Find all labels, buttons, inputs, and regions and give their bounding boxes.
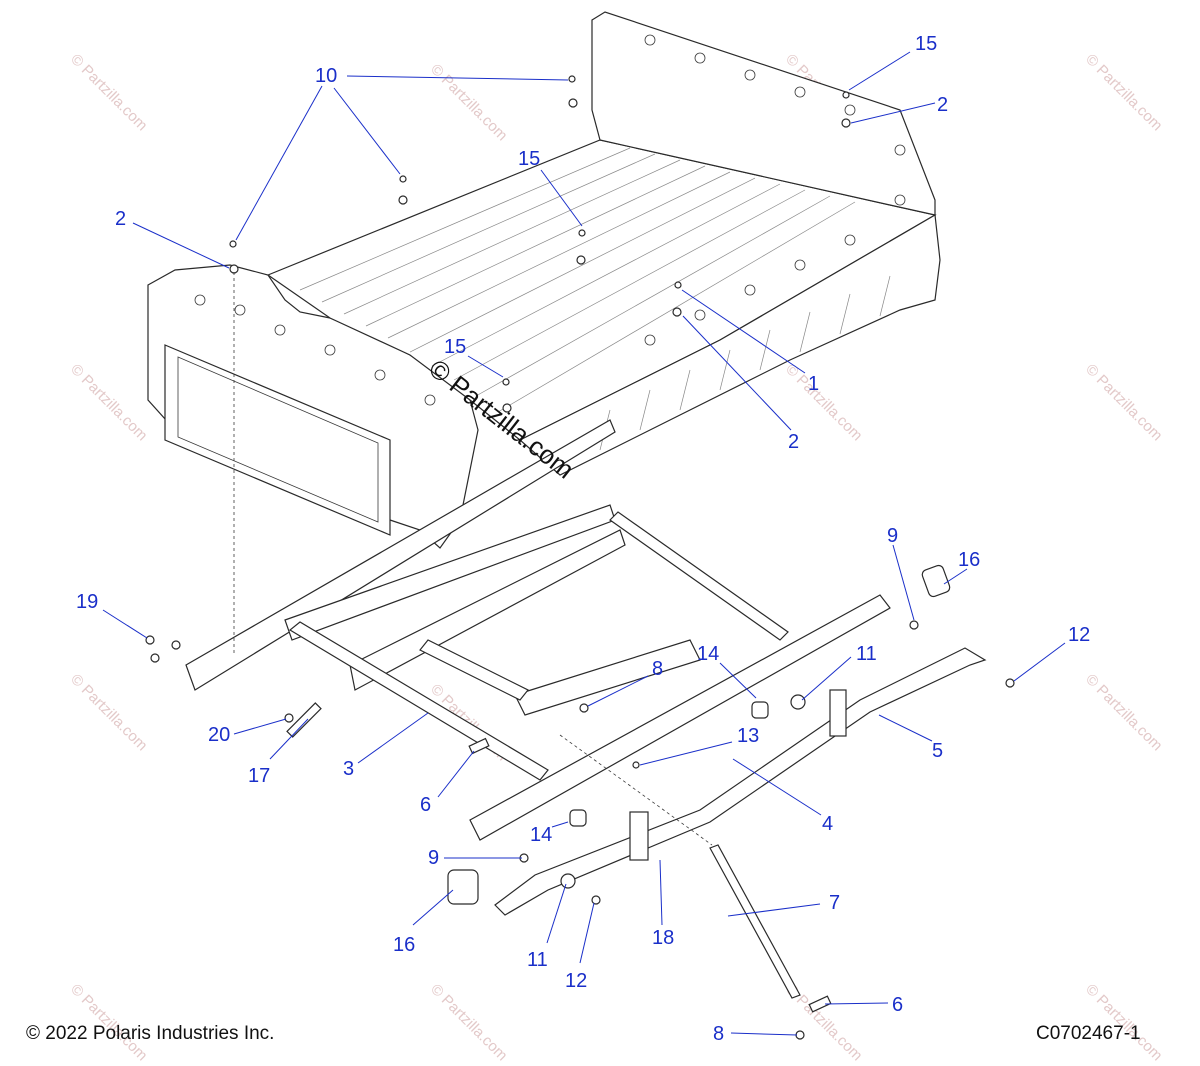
washer-15-front (502, 403, 512, 413)
pin-6-upper (468, 737, 490, 755)
cargo-box-right-wall (518, 214, 941, 476)
callout-18: 18 (652, 927, 674, 949)
washer-10-mid (398, 195, 408, 205)
callout-10: 10 (315, 65, 337, 87)
watermark-tile: © Partzilla.com (67, 51, 150, 134)
cargo-box-side-panel (164, 344, 391, 536)
callout-6-upper: 6 (420, 794, 431, 816)
screw-10-mid (399, 175, 407, 183)
hardware (145, 75, 1015, 1040)
alignment-lines (233, 272, 713, 846)
leader-lines (102, 51, 1066, 1036)
clip-13 (632, 761, 640, 769)
bolt-12-upper (1005, 678, 1015, 688)
watermark-tile: © Partzilla.com (67, 361, 150, 444)
washer-2-rear (841, 118, 851, 128)
clamp-11-lower (560, 873, 576, 889)
copyright-notice: © 2022 Polaris Industries Inc. (26, 1023, 275, 1044)
callout-17: 17 (248, 765, 270, 787)
screw-10-rear (568, 75, 576, 83)
callout-9-upper: 9 (887, 525, 898, 547)
stabilizer-bar (494, 647, 987, 916)
callout-15-front: 15 (444, 336, 466, 358)
bushing-16-upper (921, 564, 951, 598)
callout-20: 20 (208, 724, 230, 746)
washer-2-floor (672, 307, 682, 317)
clamp-11-upper (790, 694, 806, 710)
callout-8-lower: 8 (713, 1023, 724, 1045)
bumper-14-upper (751, 701, 769, 719)
callout-14-upper: 14 (697, 643, 719, 665)
washer-2-left (229, 264, 239, 274)
callout-15-floor: 15 (518, 148, 540, 170)
subframe-right-rail (469, 594, 891, 841)
callout-16-upper: 16 (958, 549, 980, 571)
callout-12-lower: 12 (565, 970, 587, 992)
bracket-5 (829, 689, 847, 737)
washer-10-rear (568, 98, 578, 108)
cargo-box-tie-down-holes (194, 34, 906, 406)
cotter-8-upper (579, 703, 589, 713)
callout-12-upper: 12 (1068, 624, 1090, 646)
screw-1 (674, 281, 682, 289)
screw-15-front (502, 378, 510, 386)
bolt-19-a (145, 635, 155, 645)
cargo-box-floor-ribs (299, 147, 856, 413)
subframe-center-crossmember (514, 639, 701, 716)
watermark-tile: © Partzilla.com (67, 671, 150, 754)
cotter-8-lower (795, 1030, 805, 1040)
callout-4: 4 (822, 813, 833, 835)
bolt-19-c (171, 640, 181, 650)
washer-15-floor (576, 255, 586, 265)
callout-1: 1 (808, 373, 819, 395)
callout-16-lower: 16 (393, 934, 415, 956)
figure-id: C0702467-1 (1036, 1023, 1141, 1044)
subframe-front-crossmember (349, 529, 626, 691)
bracket-18 (629, 811, 649, 861)
nut-20 (284, 713, 294, 723)
gas-strut (709, 844, 801, 999)
callout-11-upper: 11 (856, 643, 877, 665)
subframe-side-tube-mid (419, 639, 529, 701)
bolt-12-lower (591, 895, 601, 905)
subframe-side-tube-right (609, 511, 789, 641)
bushing-16-lower (447, 869, 479, 905)
watermark-tile: © Partzilla.com (1082, 671, 1165, 754)
callout-8-upper: 8 (652, 658, 663, 680)
callout-6-lower: 6 (892, 994, 903, 1016)
callout-15-rear: 15 (915, 33, 937, 55)
screw-15-floor (578, 229, 586, 237)
pin-17 (286, 702, 322, 738)
callout-19: 19 (76, 591, 98, 613)
callout-2-rear: 2 (937, 94, 948, 116)
callout-13: 13 (737, 725, 759, 747)
screw-15-rear (842, 91, 850, 99)
callouts: 10 2 15 2 15 15 1 2 9 16 12 11 14 8 5 13… (76, 33, 1090, 1045)
callout-2-floor: 2 (788, 431, 799, 453)
callout-9-lower: 9 (428, 847, 439, 869)
callout-14-lower: 14 (530, 824, 552, 846)
watermark-tile: © Partzilla.com (427, 981, 510, 1064)
callout-7: 7 (829, 892, 840, 914)
callout-5: 5 (932, 740, 943, 762)
watermark-tile: © Partzilla.com (1082, 361, 1165, 444)
callout-3: 3 (343, 758, 354, 780)
bumper-14-lower (569, 809, 587, 827)
callout-11-lower: 11 (527, 949, 548, 971)
bolt-19-b (150, 653, 160, 663)
nut-9-upper (909, 620, 919, 630)
cargo-box-side-panel-inner (177, 356, 379, 523)
watermark-tile: © Partzilla.com (427, 61, 510, 144)
callout-2-left: 2 (115, 208, 126, 230)
pin-6-lower (808, 995, 832, 1013)
watermark-tile: © Partzilla.com (1082, 51, 1165, 134)
screw-10-left (229, 240, 237, 248)
